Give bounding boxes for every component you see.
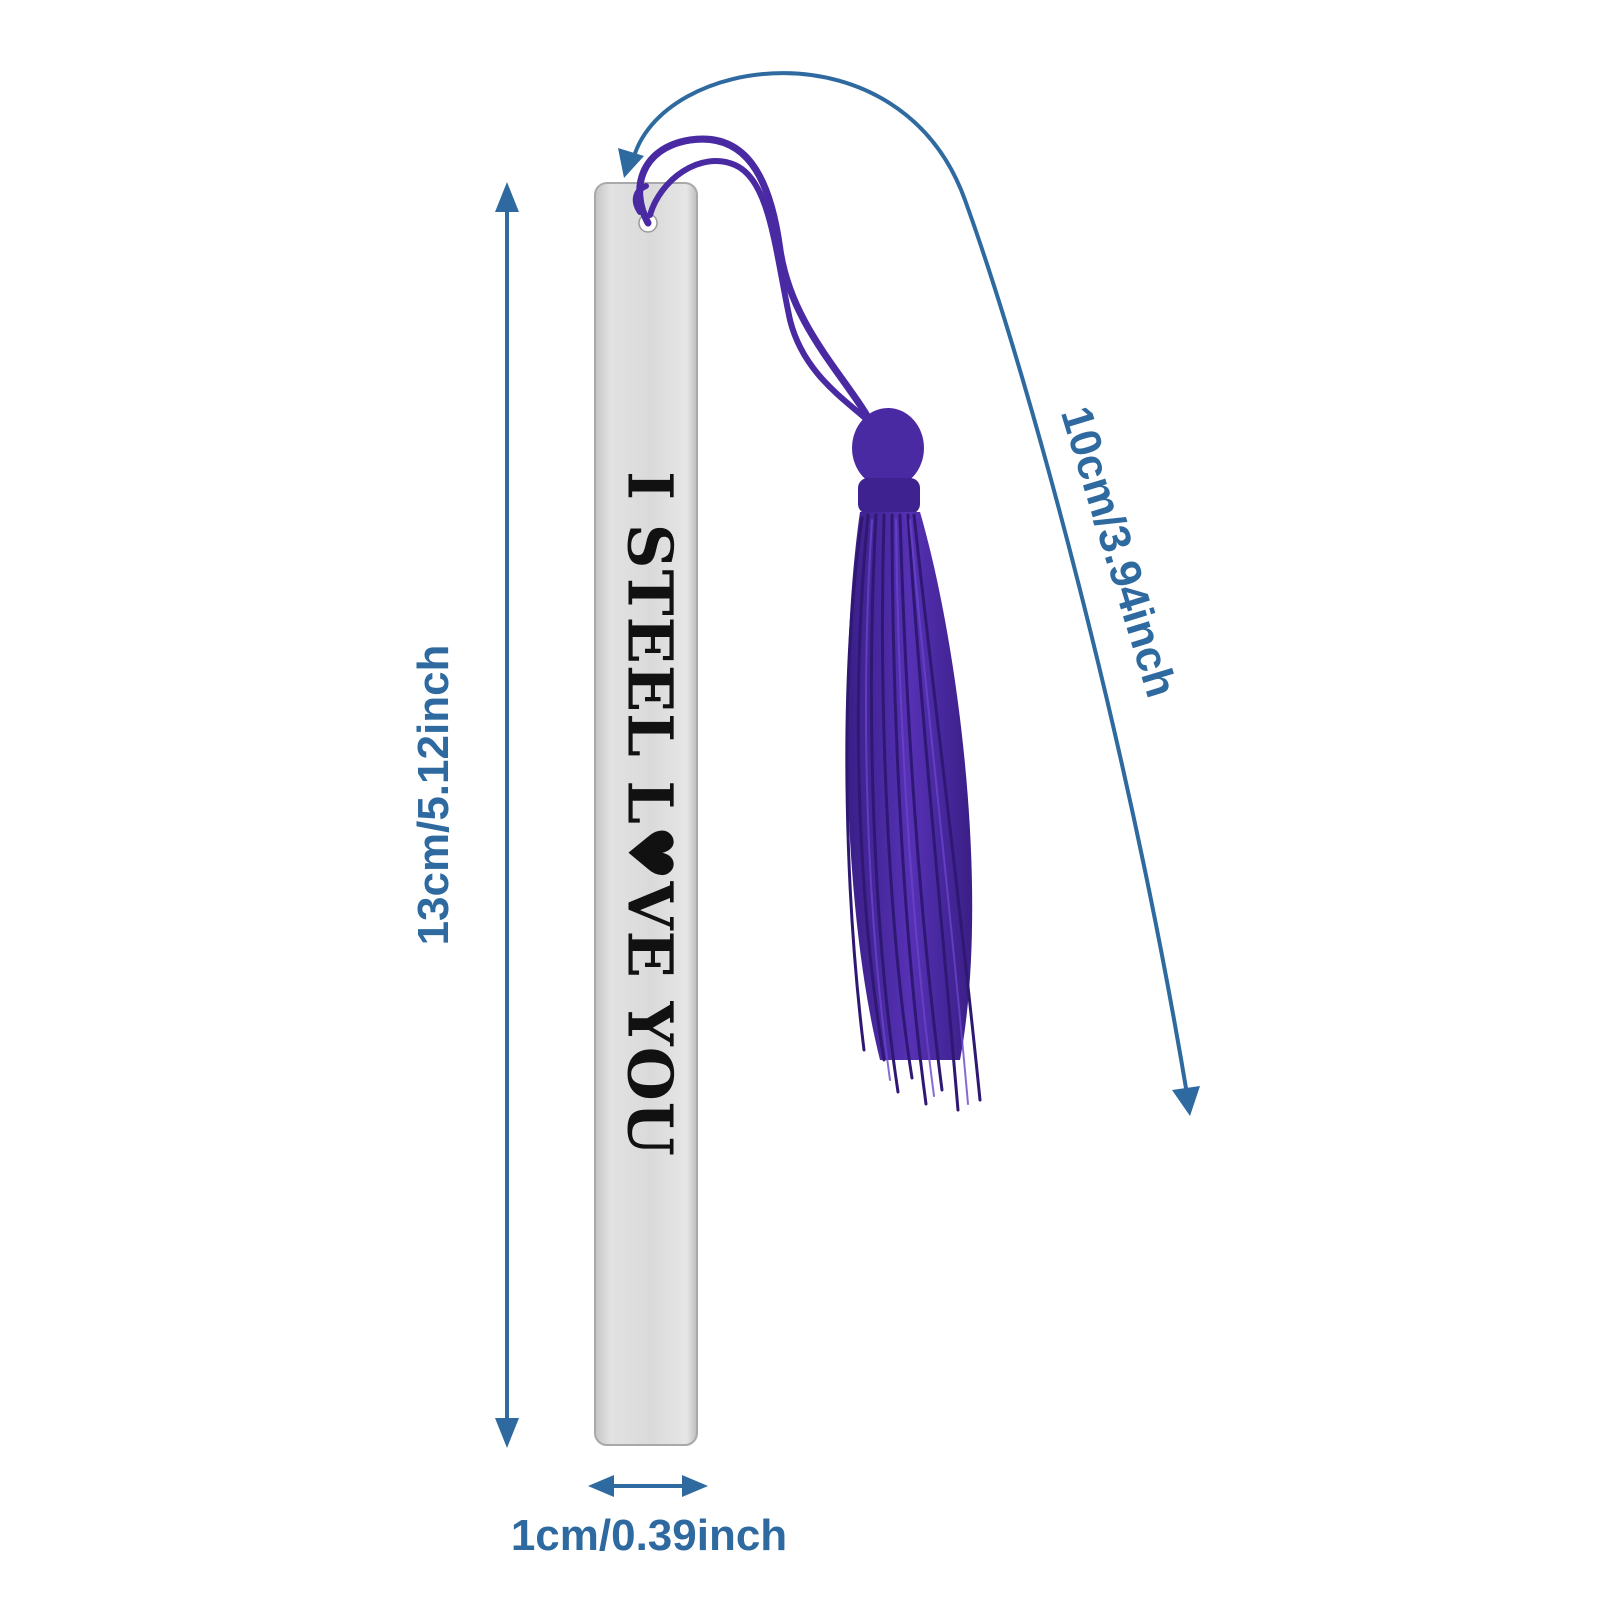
engraved-text-part-1: I STEEL L <box>613 471 687 825</box>
height-dimension-arrow <box>495 182 519 1448</box>
tassel-dimension-arrow <box>618 71 1200 1116</box>
width-dimension-arrow <box>588 1475 708 1497</box>
tassel-cord <box>632 135 883 435</box>
engraved-text-part-2: VE YOU <box>613 881 687 1157</box>
tassel-threads <box>845 512 982 1112</box>
tassel-head <box>852 408 924 514</box>
width-dimension-label: 1cm/0.39inch <box>510 1511 788 1560</box>
engraved-text: I STEEL L♥VE YOU <box>614 471 687 1157</box>
steel-bookmark <box>594 182 698 1446</box>
height-dimension-label: 13cm/5.12inch <box>409 644 458 946</box>
heart-icon: ♥ <box>613 824 687 882</box>
